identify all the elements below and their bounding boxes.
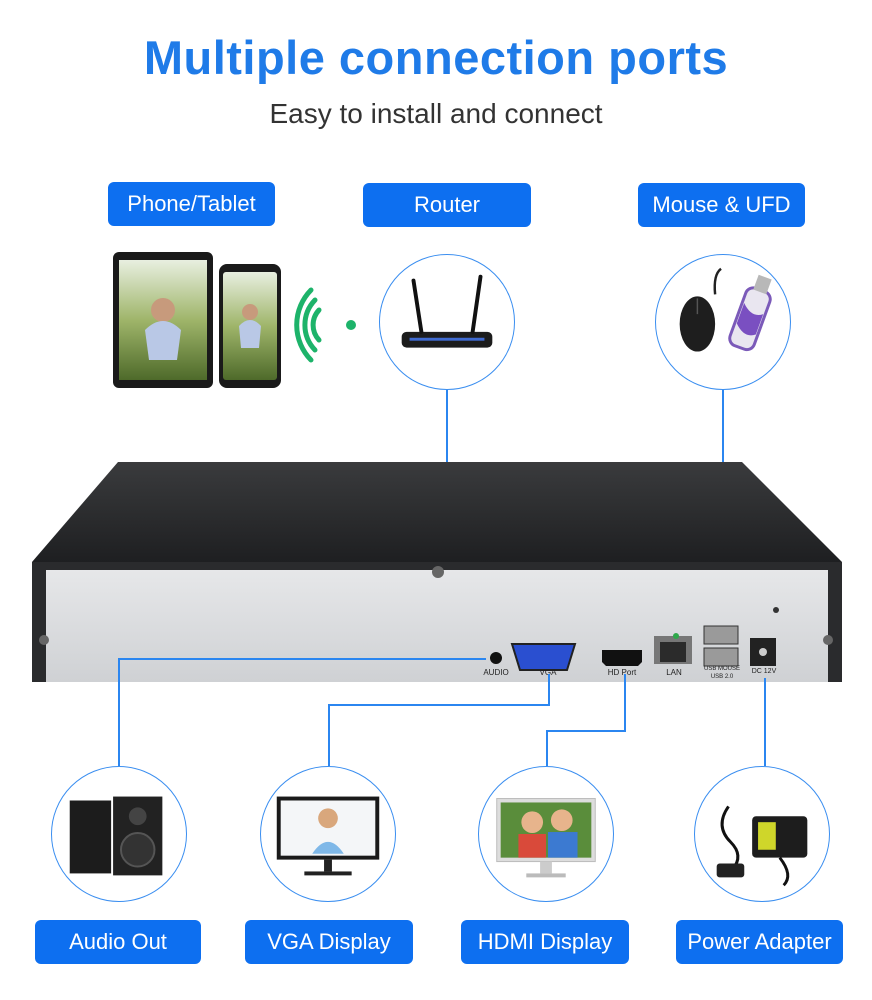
- badge-mouse-ufd: Mouse & UFD: [638, 183, 805, 227]
- router-icon: [379, 254, 515, 390]
- badge-router: Router: [363, 183, 531, 227]
- port-label-hdmi: HD Port: [607, 668, 637, 677]
- phone-tablet-icon: [105, 250, 365, 390]
- hdmi-monitor-icon: [478, 766, 614, 902]
- vga-monitor-icon: [260, 766, 396, 902]
- badge-hdmi-display: HDMI Display: [461, 920, 629, 964]
- badge-audio-out: Audio Out: [35, 920, 201, 964]
- port-label-usb: USB MOUSE: [703, 666, 740, 672]
- page-title: Multiple connection ports: [143, 31, 729, 84]
- port-label-audio: AUDIO: [483, 668, 509, 677]
- page-subtitle: Easy to install and connect: [269, 98, 603, 129]
- nvr-recorder: [30, 460, 845, 690]
- power-adapter-icon: [694, 766, 830, 902]
- port-label-vga: VGA: [539, 668, 557, 677]
- mouse-usb-icon: [655, 254, 791, 390]
- port-label-dc: DC 12V: [751, 668, 777, 675]
- badge-vga-display: VGA Display: [245, 920, 413, 964]
- speaker-icon: [51, 766, 187, 902]
- port-label-usb2: USB 2.0: [710, 674, 734, 680]
- badge-phone-tablet: Phone/Tablet: [108, 182, 275, 226]
- badge-power-adapter: Power Adapter: [676, 920, 843, 964]
- port-label-lan: LAN: [666, 668, 682, 677]
